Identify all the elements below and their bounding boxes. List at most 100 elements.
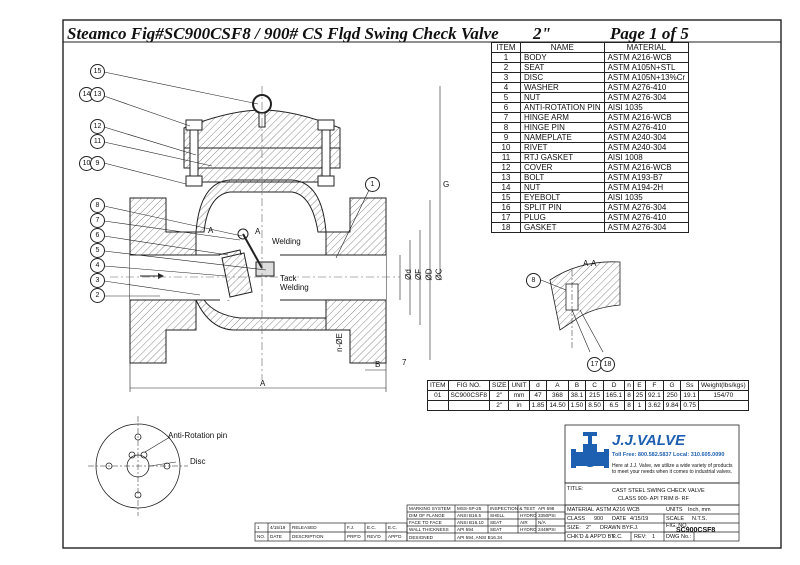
revision-header-cell: REV'D (367, 534, 381, 539)
title-label: TITLE: (567, 486, 584, 492)
spec-cell: HYDRO (520, 513, 537, 518)
dwg-label: DWG No.: (666, 534, 692, 540)
part-balloon: 4 (90, 258, 105, 273)
spec-cell: SEAT (490, 527, 502, 532)
brand-blurb: Here at J.J. Valve, we utilize a wide va… (612, 463, 733, 475)
disc-note: Disc (190, 457, 206, 466)
drawn-value: F.J. (630, 525, 639, 531)
revision-header-cell: NO. (257, 534, 266, 539)
bom-cell: 18 (491, 222, 521, 233)
tack-welding-note: Tack Welding (280, 274, 309, 292)
fig-value: SC900CSF8 (676, 527, 716, 534)
dim-cell: 6.5 (602, 400, 626, 411)
dim-b: B (375, 360, 381, 369)
checked-label: CHK'D & APP'D BY: (567, 534, 617, 540)
valve-logo-icon (571, 432, 609, 468)
spec-cell: MSS-SP-25 (457, 506, 482, 511)
size-label: SIZE: (567, 525, 581, 531)
spec-cell: ANSI B16.5 (457, 513, 482, 518)
fig-label: FIG. NO. (666, 523, 688, 529)
rev-label: REV: (634, 534, 647, 540)
revision-cell: E.C. (388, 525, 397, 530)
revision-header-cell: PRP'D (347, 534, 361, 539)
revision-cell: RELEASED (292, 525, 317, 530)
spec-cell: DIM OF FLANGE (409, 513, 445, 518)
scale-value: N.T.S. (692, 516, 707, 522)
drawing-title: Steamco Fig#SC900CSF8 / 900# CS Flgd Swi… (67, 24, 499, 43)
class-value: 900 (594, 516, 604, 522)
welding-note: Welding (272, 237, 301, 246)
spec-cell: SEAT (490, 520, 502, 525)
spec-cell: INSPECTION & TEST (490, 506, 536, 511)
part-balloon: 3 (90, 273, 105, 288)
scale-label: SCALE (666, 516, 685, 522)
valve-size: 2" (533, 24, 551, 43)
anti-rotation-pin-note: Anti-Rotation pin (168, 431, 228, 440)
part-balloon: 9 (90, 156, 105, 171)
material-label: MATERIAL (567, 507, 595, 513)
spec-cell: AIR (520, 520, 528, 525)
dim-cell (698, 400, 749, 411)
revision-header-cell: APP'D (388, 534, 402, 539)
part-balloon: 5 (90, 243, 105, 258)
units-value: Inch, mm (688, 507, 711, 513)
spec-cell: FACE TO FACE (409, 520, 442, 525)
spec-cell: MARKING SYSTEM (409, 506, 451, 511)
part-balloon: 13 (90, 87, 105, 102)
part-balloon: 8 (526, 273, 541, 288)
part-balloon: 8 (90, 198, 105, 213)
rev-value: 1 (652, 534, 656, 540)
section-marker-a: A (208, 226, 214, 235)
revision-cell: 1 (257, 525, 260, 530)
class-label: CLASS (567, 516, 586, 522)
spec-cell: ANSI B16.10 (457, 520, 484, 525)
part-balloon: 1 (365, 177, 380, 192)
date-value: 4/15/19 (630, 516, 649, 522)
part-balloon: 11 (90, 134, 105, 149)
dim-g: G (443, 180, 450, 189)
dim-cell: 14.50 (546, 400, 569, 411)
part-balloon: 12 (90, 119, 105, 134)
part-balloon: 18 (600, 357, 615, 372)
material-value: ASTM A216 WCB (596, 507, 640, 513)
revision-cell: 4/15/19 (270, 525, 286, 530)
spec-cell: N/A (538, 520, 546, 525)
spec-cell: 3350PSI (538, 513, 556, 518)
dim-seven: 7 (402, 358, 407, 367)
spec-cell: SHELL (490, 513, 505, 518)
title-line1: CAST STEEL SWING CHECK VALVE (612, 488, 705, 494)
size-value: 2" (586, 525, 592, 531)
revision-header-cell: DESCRIPTION (292, 534, 324, 539)
revision-header-cell: DATE (270, 534, 282, 539)
dim-cell: in (508, 400, 530, 411)
checked-value: E.C. (612, 534, 623, 540)
part-balloon: 7 (90, 213, 105, 228)
part-balloon: 6 (90, 228, 105, 243)
spec-cell: DESIGNED (409, 535, 433, 540)
units-label: UNITS (666, 507, 683, 513)
revision-cell: E.C. (367, 525, 376, 530)
section-marker-a2: A (255, 227, 261, 236)
part-balloon: 2 (90, 288, 105, 303)
part-balloon: 15 (90, 64, 105, 79)
dim-cell: 1 (632, 400, 647, 411)
section-aa-title: A-A (583, 259, 597, 268)
title-line2: CLASS 900- API TRIM 8- RF (618, 496, 689, 502)
revision-cell: F.J. (347, 525, 355, 530)
date-label: DATE (612, 516, 627, 522)
spec-cell: API 598 (538, 506, 555, 511)
spec-cell: API 594 (457, 527, 474, 532)
brand-phone: Toll Free: 800.582.5837 Local: 310.605.0… (612, 452, 725, 458)
spec-cell: WALL THICKNESS (409, 527, 449, 532)
dim-cell: 2" (489, 400, 510, 411)
spec-cell: HYDRO (520, 527, 537, 532)
brand-name: J.J.VALVE (612, 432, 686, 449)
